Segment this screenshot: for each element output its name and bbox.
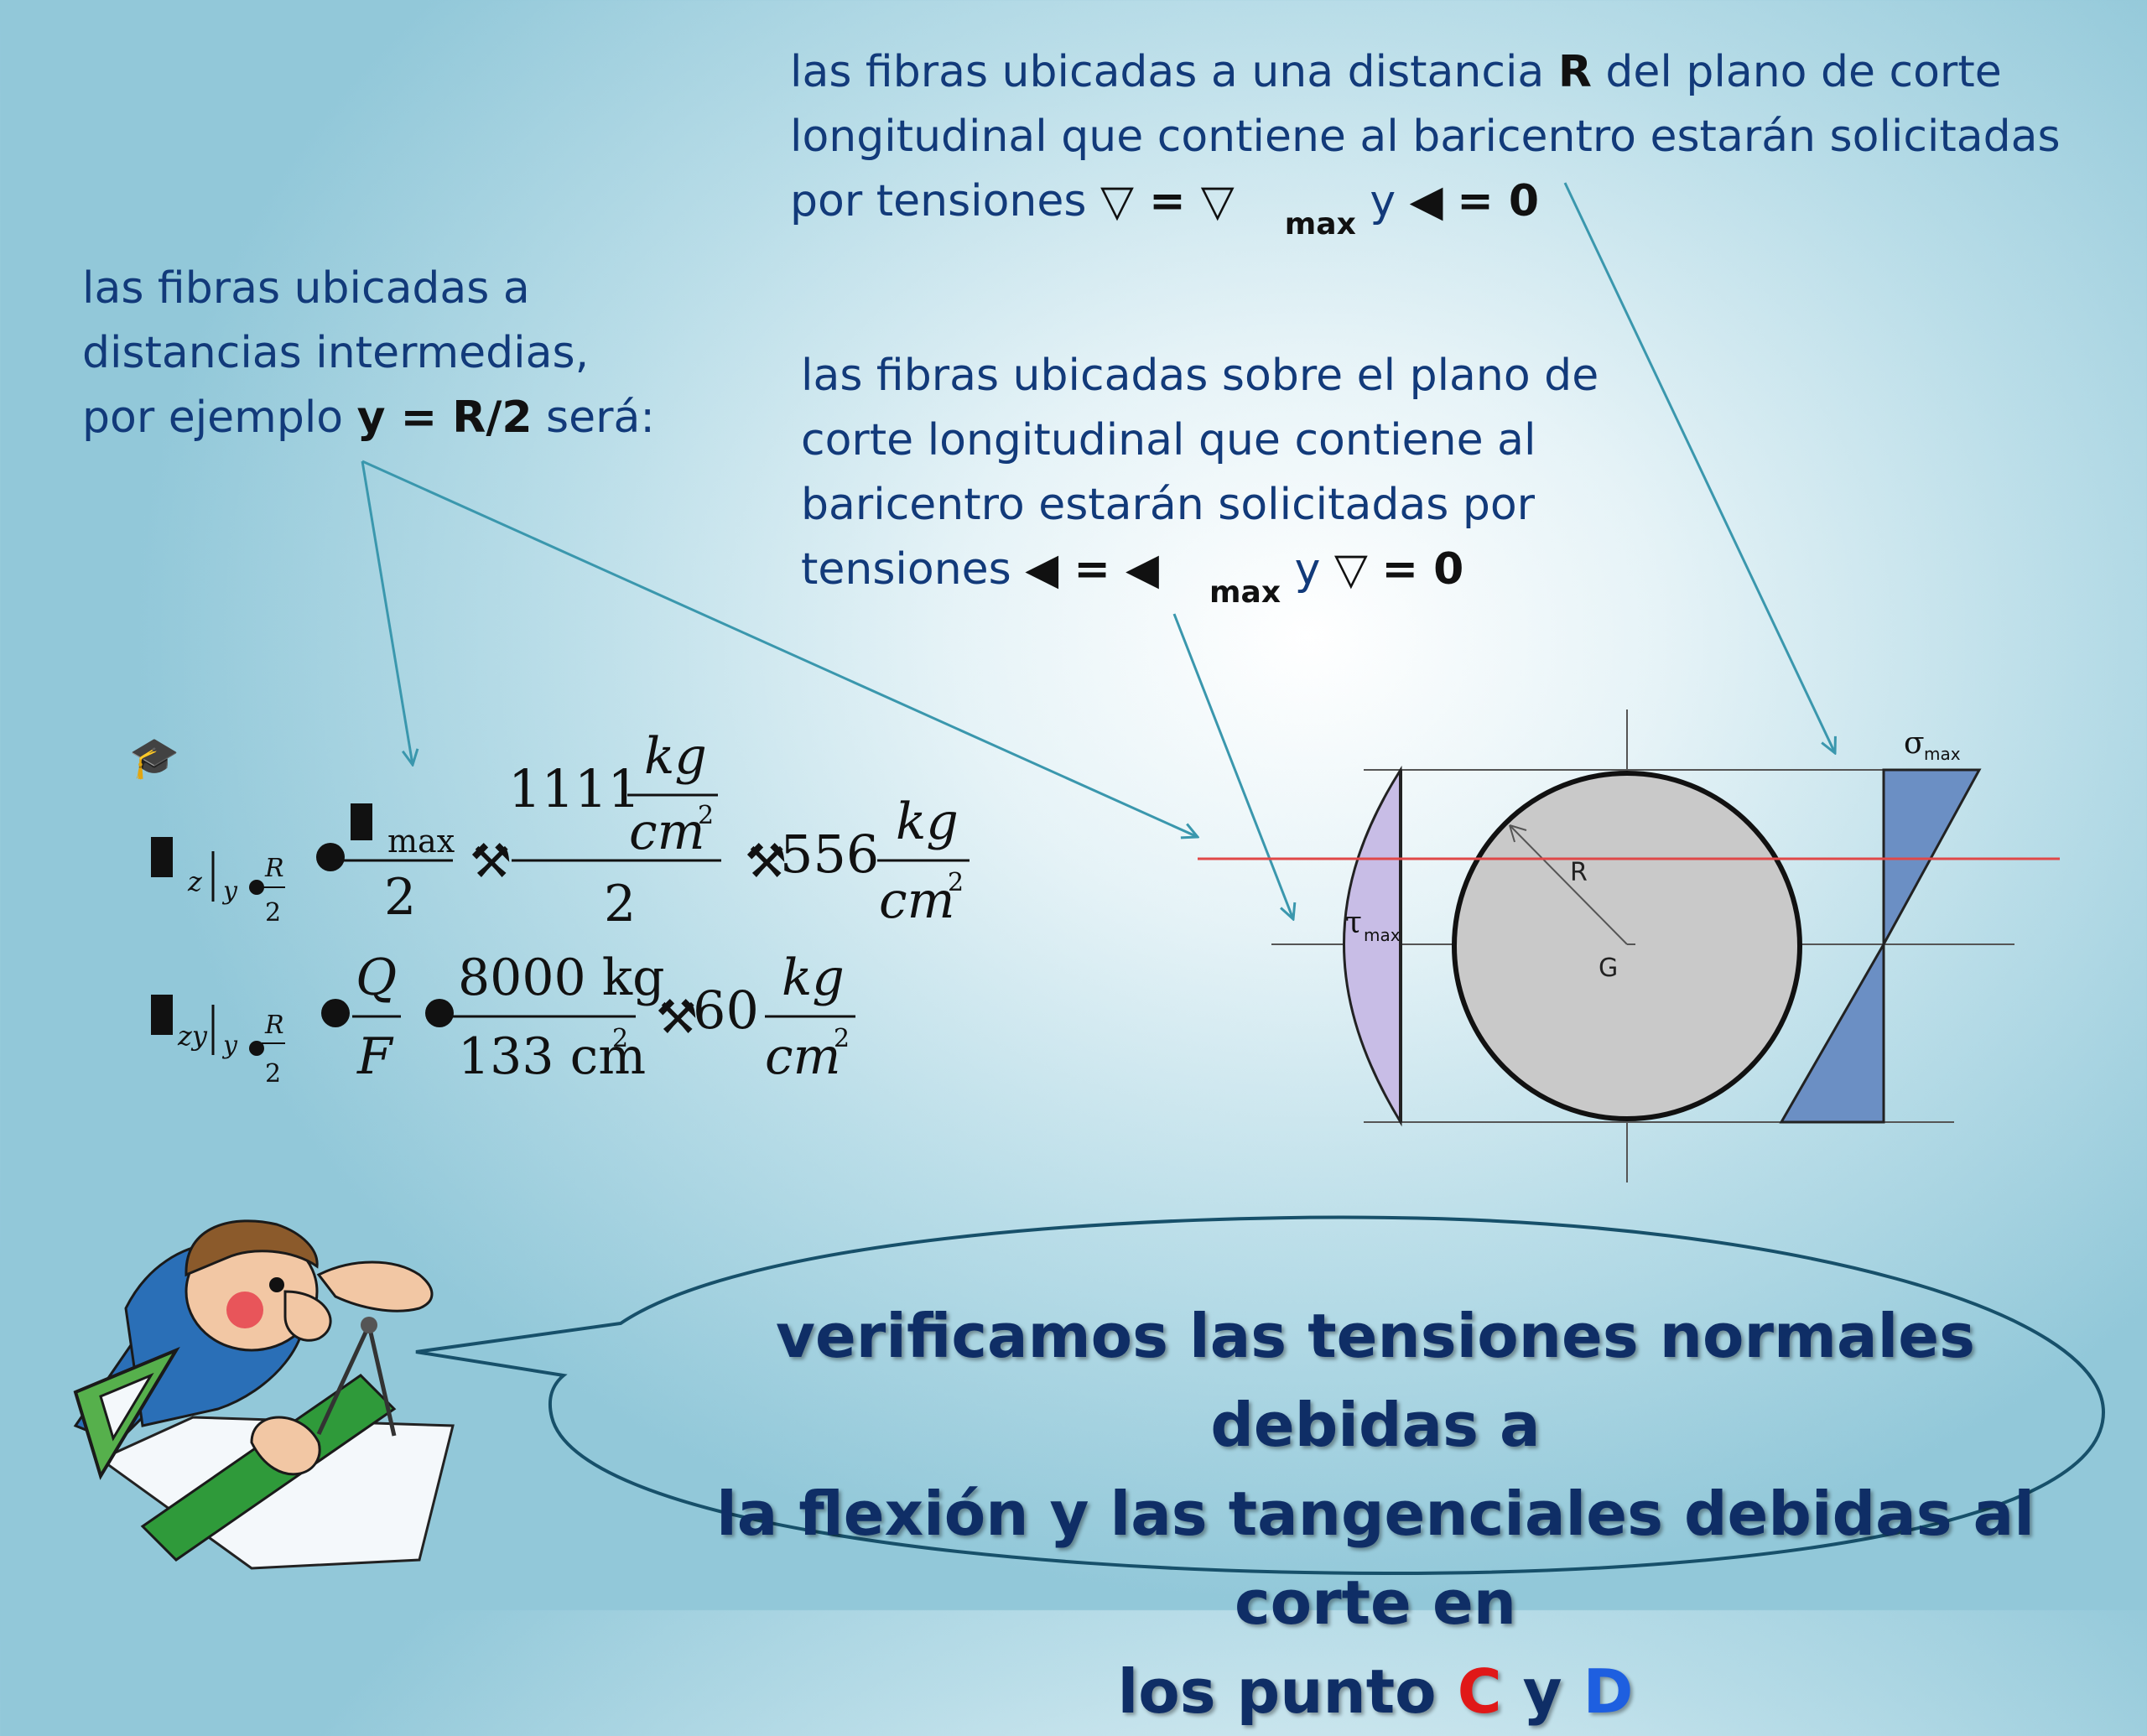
top-note-line1: las fibras ubicadas a una distancia R de… — [790, 47, 2002, 97]
sigma-distribution-top — [1882, 768, 1982, 945]
tau-symbol: ◀ — [1025, 544, 1059, 595]
result-556: 556 — [780, 824, 879, 885]
mid-note-line1: las fibras ubicadas sobre el plano de — [801, 351, 1599, 401]
tool-icon: ⚒ — [745, 834, 787, 889]
unit-cm: cm — [765, 1027, 841, 1086]
bubble-line1: verificamos las tensiones normales debid… — [776, 1301, 1975, 1460]
tau-distribution — [1343, 765, 1402, 1127]
sub-two: 2 — [265, 898, 281, 928]
top-note: las fibras ubicadas a una distancia R de… — [790, 40, 2061, 242]
value-133-cm: 133 cm — [458, 1027, 646, 1086]
tau-symbol: ◀ — [1409, 176, 1443, 226]
exp-2: 2 — [698, 801, 714, 830]
point-D-label: D — [1583, 1656, 1634, 1727]
bubble-text: verificamos las tensiones normales debid… — [637, 1292, 2113, 1736]
sub-y: y — [221, 876, 238, 906]
arrow-to-sigma-diagram — [1563, 182, 1835, 753]
bubble-line3: los punto C y D — [1117, 1656, 1634, 1727]
left-note-line2: distancias intermedias, — [82, 328, 590, 378]
sigma-placeholder-box — [351, 803, 372, 840]
exp-2: 2 — [948, 868, 964, 897]
mid-note-line2: corte longitudinal que contiene al — [801, 415, 1536, 465]
sigma-symbol: ▽ — [1100, 176, 1134, 226]
top-note-line2: longitudinal que contiene al baricentro … — [790, 112, 2061, 162]
formula-sigma: z y R 2 max 2 ⚒ 1111 kg cm 2 2 ⚒ 556 kg … — [129, 727, 970, 933]
stress-diagram: τ max R G σ max — [1198, 709, 2060, 1182]
arrow-to-tau-diagram — [1172, 613, 1293, 919]
value-8000-kg: 8000 kg — [458, 949, 665, 1007]
centroid-label: G — [1599, 954, 1618, 983]
point-C-label: C — [1457, 1656, 1502, 1727]
mid-note: las fibras ubicadas sobre el plano de co… — [801, 344, 1599, 610]
mid-note-line4: tensiones ◀ = ◀max y ▽ = 0 — [801, 544, 1464, 610]
sub-zy: zy — [177, 1020, 208, 1052]
sub-y: y — [221, 1031, 238, 1060]
den-two: 2 — [604, 875, 636, 933]
unit-kg: kg — [644, 727, 707, 786]
sigma-max-sub: max — [1924, 744, 1961, 764]
tau-max-sub: max — [1364, 925, 1401, 945]
sigma-symbol: ▽ — [1200, 176, 1235, 226]
left-note-line1: las fibras ubicadas a — [82, 263, 530, 314]
exp-2: 2 — [834, 1024, 850, 1053]
tau-label: τ — [1345, 906, 1362, 940]
sub-R: R — [264, 1011, 284, 1040]
graduation-cap-icon: 🎓 — [129, 735, 179, 782]
max-label: max — [387, 823, 455, 860]
pointer-arrows — [361, 182, 1835, 919]
left-note-line3: por ejemplo y = R/2 será: — [82, 392, 655, 443]
sigma-placeholder-box — [151, 837, 173, 877]
arrow-to-formula — [361, 460, 413, 765]
unit-cm: cm — [629, 803, 705, 861]
main-canvas: z y R 2 max 2 ⚒ 1111 kg cm 2 2 ⚒ 556 kg … — [73, 182, 2106, 1576]
formula-tau: zy y R 2 Q F 8000 kg 133 cm 2 ⚒ 60 kg cm… — [151, 949, 855, 1089]
sigma-symbol: ▽ — [1333, 544, 1368, 595]
tool-icon: ⚒ — [656, 990, 698, 1045]
F-label: F — [356, 1027, 394, 1086]
cross-section-circle — [1452, 771, 1802, 1121]
unit-cm: cm — [879, 871, 955, 930]
mid-note-line3: baricentro estarán solicitadas por — [801, 480, 1536, 530]
tau-symbol: ◀ — [1125, 544, 1160, 595]
arrow-to-red-line — [361, 460, 1198, 837]
exp-2: 2 — [612, 1024, 628, 1053]
tool-icon: ⚒ — [470, 834, 512, 889]
sub-two: 2 — [265, 1059, 281, 1089]
speech-bubble — [415, 1215, 2106, 1576]
top-note-line3: por tensiones ▽ = ▽max y ◀ = 0 — [790, 176, 1540, 242]
result-60: 60 — [693, 980, 759, 1041]
bubble-line2: la flexión y las tangenciales debidas al… — [716, 1479, 2035, 1638]
left-note: las fibras ubicadas a distancias interme… — [82, 257, 655, 450]
sub-z: z — [187, 865, 203, 897]
radius-line — [1509, 824, 1628, 945]
value-1111: 1111 — [508, 758, 641, 819]
engineer-illustration — [73, 1219, 455, 1570]
sigma-label: σ — [1904, 726, 1925, 761]
unit-kg: kg — [782, 949, 845, 1007]
den-two: 2 — [384, 868, 416, 927]
tau-placeholder-box — [151, 995, 173, 1035]
sub-R: R — [264, 854, 284, 883]
unit-kg: kg — [896, 793, 959, 851]
Q-label: Q — [356, 949, 397, 1007]
radius-label: R — [1570, 858, 1588, 887]
